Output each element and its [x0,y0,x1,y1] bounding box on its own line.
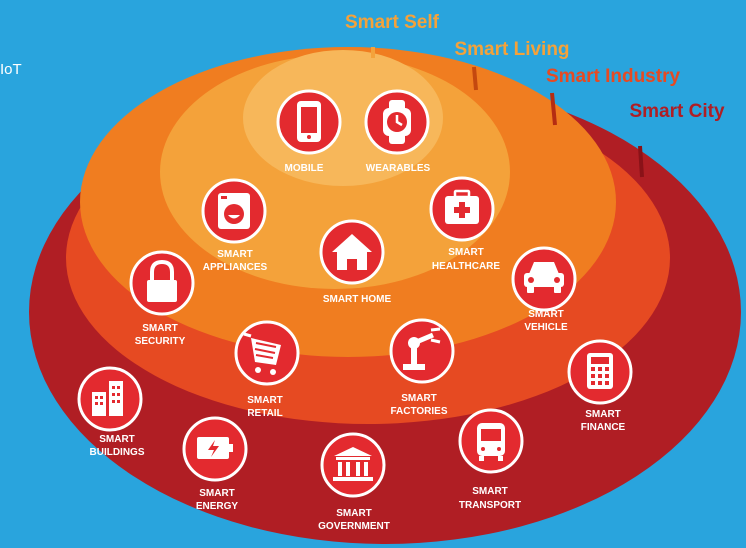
item-label-line2: FACTORIES [390,406,447,417]
item-label-line2: APPLIANCES [203,262,268,273]
bus-icon [477,423,505,461]
svg-text:SMART: SMART [217,249,253,260]
svg-text:SMART: SMART [472,486,508,497]
item-label-line1: SMART [585,409,621,420]
item-label: SMART HOME [323,294,392,305]
mobile-phone-icon [297,101,321,142]
svg-text:HEALTHCARE: HEALTHCARE [432,261,500,272]
item-label-line1: SMART [247,395,283,406]
svg-text:SMART: SMART [99,434,135,445]
robot-arm-icon [403,327,441,370]
energy-item: SMART ENERGY [182,416,248,512]
svg-text:TRANSPORT: TRANSPORT [459,500,521,511]
svg-text:MOBILE: MOBILE [285,163,324,174]
healthcare-item: SMART HEALTHCARE [429,176,500,272]
smart-living-connector [472,66,478,91]
house-icon [332,234,372,270]
item-label-line2: FINANCE [581,422,626,433]
mobile-item: MOBILE [276,89,342,174]
svg-text:VEHICLE: VEHICLE [524,322,568,333]
item-label-line1: SMART [142,323,178,334]
svg-text:SMART: SMART [448,247,484,258]
item-label-line1: SMART [217,249,253,260]
item-label-line1: SMART [472,486,508,497]
svg-text:RETAIL: RETAIL [247,408,282,419]
item-label-line2: HEALTHCARE [432,261,500,272]
svg-text:SMART HOME: SMART HOME [323,294,392,305]
smart-industry-connector [550,92,557,126]
svg-text:FINANCE: FINANCE [581,422,626,433]
svg-text:SMART: SMART [142,323,178,334]
item-label-line2: ENERGY [196,501,239,512]
svg-text:SECURITY: SECURITY [135,336,186,347]
finance-item: SMART FINANCE [567,339,633,433]
svg-text:SMART: SMART [199,488,235,499]
item-label-line1: SMART [336,508,372,519]
item-label-line1: SMART [448,247,484,258]
item-label-line2: VEHICLE [524,322,568,333]
corner-text: IoT [0,61,22,78]
svg-text:WEARABLES: WEARABLES [366,163,431,174]
item-label-line1: SMART [99,434,135,445]
buildings-icon [92,381,123,416]
government-item: SMART GOVERNMENT [318,432,390,532]
washing-machine-icon [218,193,250,229]
wearables-item: WEARABLES [364,89,431,174]
svg-text:GOVERNMENT: GOVERNMENT [318,521,390,532]
svg-text:BUILDINGS: BUILDINGS [90,447,145,458]
svg-text:SMART: SMART [336,508,372,519]
svg-text:APPLIANCES: APPLIANCES [203,262,268,273]
svg-text:ENERGY: ENERGY [196,501,239,512]
smart-living-title: Smart Living [454,39,569,60]
item-label-line2: SECURITY [135,336,186,347]
item-label: MOBILE [285,163,324,174]
car-icon [524,262,564,293]
smartwatch-icon [383,100,411,144]
padlock-icon [147,259,177,302]
appliances-item: SMART APPLIANCES [201,178,268,273]
item-label-line2: BUILDINGS [90,447,145,458]
first-aid-kit-icon [445,189,479,224]
item-label-line2: GOVERNMENT [318,521,390,532]
svg-text:SMART: SMART [585,409,621,420]
vehicle-item: SMART VEHICLE [511,246,577,333]
svg-text:SMART: SMART [528,309,564,320]
smart-city-title: Smart City [629,101,724,122]
item-label-line2: TRANSPORT [459,500,521,511]
item-label-line1: SMART [528,309,564,320]
svg-text:FACTORIES: FACTORIES [390,406,447,417]
shopping-cart-icon [243,332,281,375]
security-item: SMART SECURITY [129,250,195,347]
battery-icon [197,437,233,459]
smart-self-title: Smart Self [345,12,440,33]
item-label-line2: RETAIL [247,408,282,419]
retail-item: SMART RETAIL [234,320,300,419]
item-label-line1: SMART [401,393,437,404]
buildings-item: SMART BUILDINGS [77,366,145,458]
svg-text:SMART: SMART [247,395,283,406]
item-label: WEARABLES [366,163,431,174]
transport-item: SMART TRANSPORT [458,408,524,511]
item-label-line1: SMART [199,488,235,499]
home-item: SMART HOME [319,219,392,305]
government-building-icon [333,447,373,481]
calculator-icon [587,353,613,389]
smart-industry-title: Smart Industry [546,66,681,87]
svg-text:SMART: SMART [401,393,437,404]
smart-city-connector [638,145,644,178]
factories-item: SMART FACTORIES [389,318,455,417]
